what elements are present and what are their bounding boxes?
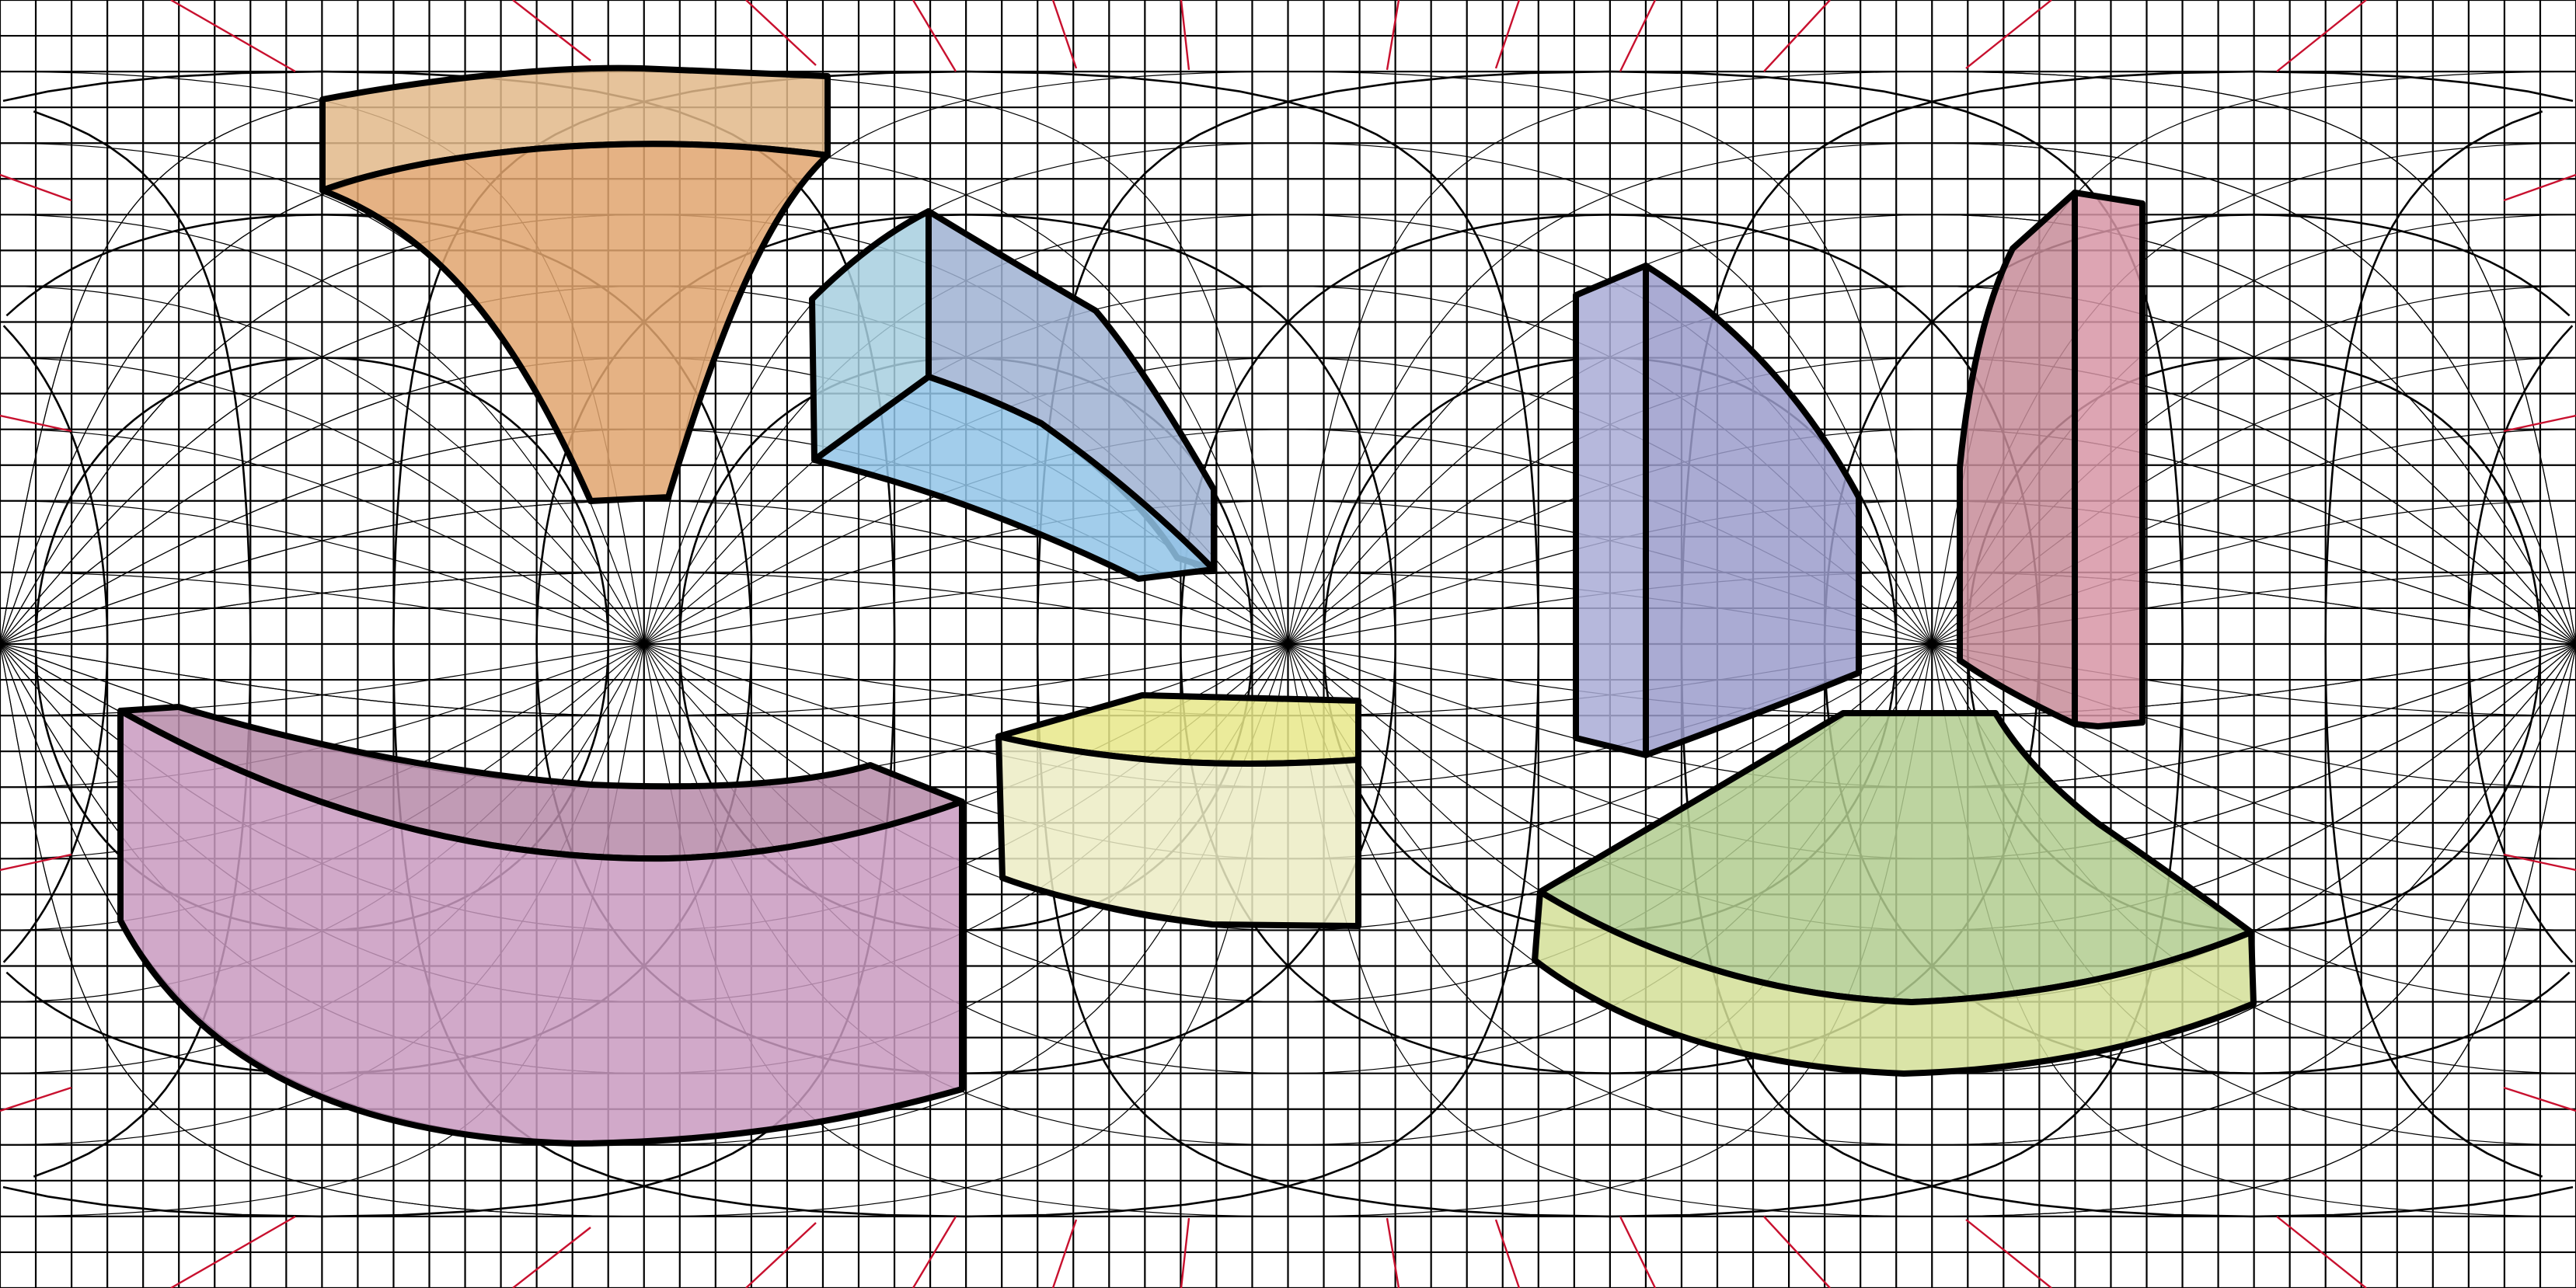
orange-front-face: [319, 141, 831, 504]
red-tick-mark: [1619, 0, 1657, 72]
red-tick-mark: [2276, 1216, 2367, 1288]
red-tick-mark: [912, 0, 957, 72]
purple-front-face: [117, 708, 965, 1147]
green-fan-slab: [1532, 710, 2257, 1077]
red-tick-mark: [1619, 1216, 1657, 1288]
red-tick-mark: [1180, 0, 1190, 71]
purple-curved-box: [117, 704, 965, 1147]
yellow-block: [995, 692, 1361, 929]
red-tick-mark: [1386, 1217, 1400, 1288]
red-tick-mark: [1180, 1217, 1190, 1288]
violet-right-face: [1643, 263, 1862, 758]
red-tick-mark: [2276, 0, 2367, 72]
red-tick-mark: [512, 0, 591, 61]
shapes-layer: [117, 64, 2257, 1147]
red-tick-mark: [1051, 0, 1078, 69]
red-tick-mark: [0, 173, 72, 202]
perspective-ring: [535, 213, 1396, 1075]
red-tick-mark: [0, 1086, 72, 1112]
perspective-line: [6, 572, 2576, 716]
blue-wedge-box: [809, 208, 1217, 582]
perspective-ring: [392, 70, 1540, 1218]
red-tick-mark: [170, 1215, 296, 1288]
red-tick-mark: [1763, 1216, 1831, 1288]
red-tick-mark: [0, 414, 72, 433]
red-tick-mark: [170, 0, 296, 73]
green-front-face: [1532, 889, 2257, 1077]
red-tick-mark: [912, 1216, 957, 1288]
red-tick-mark: [1386, 0, 1400, 71]
pink-left-face: [1957, 190, 2078, 727]
red-tick-mark: [745, 1222, 817, 1288]
perspective-line: [643, 71, 1933, 1217]
blue-bottom-face: [811, 374, 1217, 582]
red-tick-mark: [1965, 1219, 2052, 1288]
red-tick-mark: [1494, 1219, 1521, 1288]
red-tick-mark: [2503, 414, 2576, 433]
red-tick-mark: [2503, 173, 2576, 202]
red-tick-mark: [2503, 853, 2576, 872]
pink-slab: [1957, 190, 2146, 729]
red-tick-mark: [1494, 0, 1521, 69]
red-tick-mark: [0, 853, 72, 872]
red-tick-mark: [1965, 0, 2052, 69]
orange-trapezoid-prism: [319, 64, 831, 504]
red-tick-mark: [2503, 1086, 2576, 1112]
red-tick-mark: [512, 1227, 591, 1288]
yellow-front-face: [995, 733, 1361, 929]
perspective-line: [1, 71, 2576, 1217]
perspective-line: [1, 71, 2576, 1217]
red-tick-mark: [1051, 1219, 1078, 1288]
violet-left-face: [1573, 263, 1649, 758]
red-tick-mark: [745, 0, 817, 66]
red-tick-mark: [1763, 0, 1831, 72]
pink-right-face: [2072, 190, 2146, 729]
violet-slab: [1573, 263, 1862, 758]
